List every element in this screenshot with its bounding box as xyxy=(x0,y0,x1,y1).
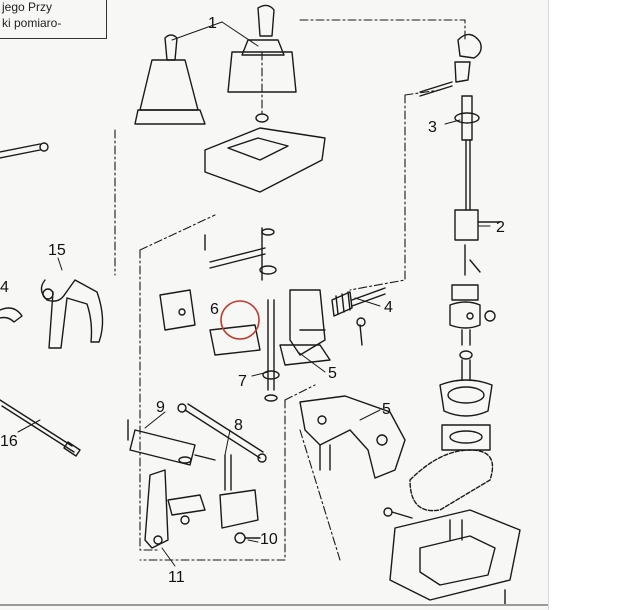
fork-fragment xyxy=(0,307,23,323)
cable-end xyxy=(0,142,49,159)
page-edge-line xyxy=(0,604,548,606)
callout-leaders xyxy=(17,21,491,567)
text-box-fragment: jego Przy ki pomiaro- xyxy=(0,0,107,39)
part-6-bracket xyxy=(159,289,261,356)
upper-linkage xyxy=(204,227,277,281)
part-11-bellcrank xyxy=(144,469,206,549)
assembly-guide-lines xyxy=(114,19,466,561)
part-10-bracket xyxy=(219,454,261,544)
gear-shift-exploded-diagram: 1 2 3 4 4 5 5 6 7 8 9 10 11 15 16 xyxy=(0,4,521,606)
callout-1: 1 xyxy=(208,15,217,32)
part-15-shift-fork xyxy=(40,279,104,349)
callout-5-upper: 5 xyxy=(328,365,337,382)
callout-7: 7 xyxy=(238,373,247,390)
highlight-circle xyxy=(220,300,260,340)
callout-5-lower: 5 xyxy=(382,401,391,418)
callout-16: 16 xyxy=(0,433,18,450)
callout-3: 3 xyxy=(428,119,437,136)
part-7-lever xyxy=(262,289,326,402)
callout-4: 4 xyxy=(384,299,393,316)
blank-margin xyxy=(548,0,620,610)
part-5-lever-plate xyxy=(279,344,406,479)
shift-base-and-chain xyxy=(383,449,521,606)
text-line-2: ki pomiaro- xyxy=(2,16,62,30)
callout-6: 6 xyxy=(210,301,219,318)
part-4-worm-gear xyxy=(331,287,386,346)
callout-2: 2 xyxy=(496,219,505,236)
callout-15: 15 xyxy=(48,242,66,259)
callout-8: 8 xyxy=(234,417,243,434)
part-2-3-shift-shaft xyxy=(419,33,501,451)
callout-4-left: 4 xyxy=(0,279,9,296)
callout-11: 11 xyxy=(168,569,185,586)
callout-9: 9 xyxy=(156,399,165,416)
callout-10: 10 xyxy=(260,531,278,548)
part-16-shift-rod xyxy=(0,399,81,457)
part-9-damper xyxy=(127,419,216,466)
text-line-1: jego Przy xyxy=(2,0,53,14)
part-8-link-rod xyxy=(177,403,267,463)
part-1-shift-knob-and-boot xyxy=(134,4,326,193)
